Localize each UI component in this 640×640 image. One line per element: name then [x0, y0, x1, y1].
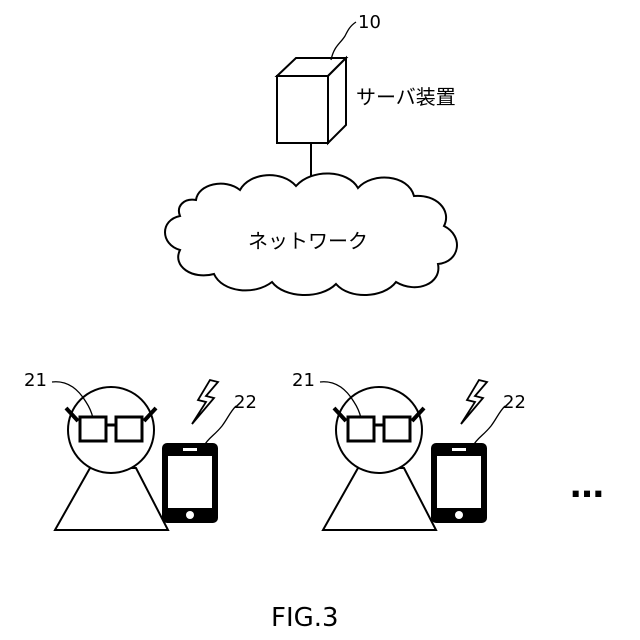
- phone-ref-leader: [204, 406, 236, 446]
- phone-screen: [437, 456, 481, 508]
- wireless-signal-icon: [461, 380, 487, 424]
- phone-ref-number: 22: [234, 392, 257, 413]
- glasses-lens-right: [384, 417, 410, 441]
- phone-device: [431, 443, 487, 523]
- server-device: 10 サーバ装置: [277, 12, 456, 143]
- user-group-2: 21 22: [292, 370, 526, 530]
- network-label: ネットワーク: [248, 229, 368, 253]
- server-label: サーバ装置: [356, 85, 456, 109]
- user-body: [323, 468, 436, 530]
- glasses-lens-left: [348, 417, 374, 441]
- glasses-lens-right: [116, 417, 142, 441]
- glasses-ref-number: 21: [24, 370, 47, 391]
- server-box-front: [277, 76, 328, 143]
- server-ref-leader: [331, 22, 356, 60]
- phone-speaker: [183, 448, 197, 451]
- user-body: [55, 468, 168, 530]
- wireless-signal-icon: [192, 380, 218, 424]
- phone-device: [162, 443, 218, 523]
- network-cloud: ネットワーク: [165, 173, 457, 295]
- phone-home-button: [186, 511, 194, 519]
- phone-home-button: [455, 511, 463, 519]
- phone-screen: [168, 456, 212, 508]
- figure-caption: FIG.3: [271, 603, 339, 633]
- server-ref-number: 10: [358, 12, 381, 33]
- phone-ref-leader: [473, 406, 505, 446]
- phone-ref-number: 22: [503, 392, 526, 413]
- more-devices-ellipsis: …: [570, 466, 604, 506]
- glasses-ref-number: 21: [292, 370, 315, 391]
- phone-speaker: [452, 448, 466, 451]
- user-group-1: 21 22: [24, 370, 257, 530]
- glasses-lens-left: [80, 417, 106, 441]
